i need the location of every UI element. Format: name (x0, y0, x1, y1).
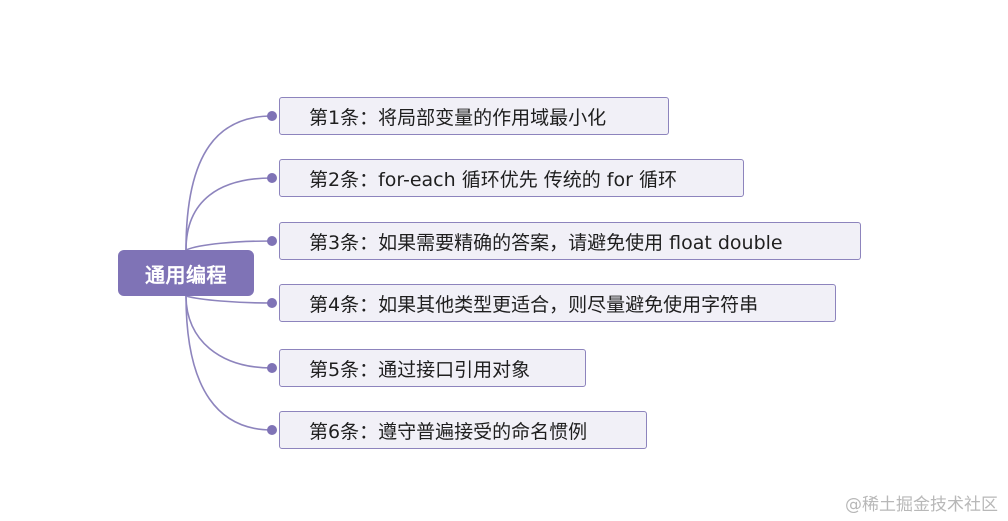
topic-4[interactable]: 第4条：如果其他类型更适合，则尽量避免使用字符串 (279, 284, 836, 322)
topic-5[interactable]: 第5条：通过接口引用对象 (279, 349, 586, 387)
connector-dot-6 (267, 425, 277, 435)
connector-4 (185, 295, 273, 304)
connector-6 (185, 295, 273, 431)
connector-dot-5 (267, 363, 277, 373)
root-topic[interactable]: 通用编程 (118, 250, 254, 296)
connector-1 (185, 115, 273, 251)
connector-dot-3 (267, 236, 277, 246)
topic-3[interactable]: 第3条：如果需要精确的答案，请避免使用 float double (279, 222, 861, 260)
connector-dot-2 (267, 173, 277, 183)
topic-6[interactable]: 第6条：遵守普遍接受的命名惯例 (279, 411, 647, 449)
topic-1[interactable]: 第1条：将局部变量的作用域最小化 (279, 97, 669, 135)
connector-2 (185, 177, 273, 251)
connector-5 (185, 295, 273, 369)
connector-3 (185, 240, 273, 251)
connector-dot-4 (267, 298, 277, 308)
watermark: @稀土掘金技术社区 (845, 495, 998, 515)
topic-2[interactable]: 第2条：for-each 循环优先 传统的 for 循环 (279, 159, 744, 197)
connector-dot-1 (267, 111, 277, 121)
